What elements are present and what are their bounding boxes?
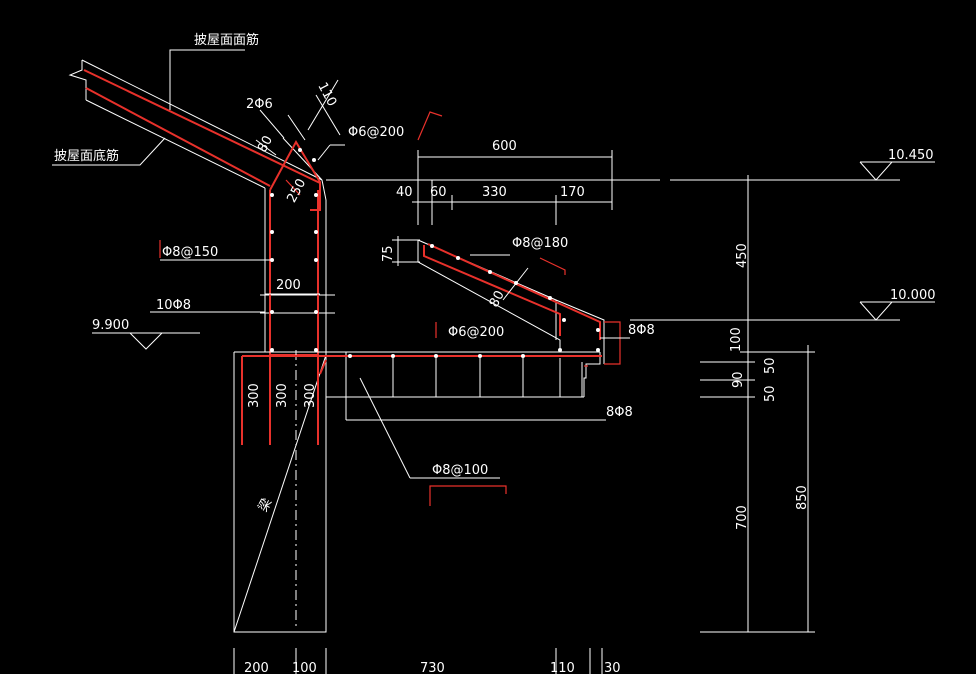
label-phi8-150: Φ8@150 [162,245,218,260]
level-9900-marker [92,332,200,350]
canopy-structure [417,239,621,397]
label-phi8-180: Φ8@180 [512,236,568,251]
dim-300-a: 300 [247,383,262,408]
label-phi8-100: Φ8@100 [432,463,488,478]
rebar-mark-canopy [539,257,566,275]
dim-250: 250 [284,176,309,205]
upstand-rebar-dots [270,148,318,352]
rebar-mark-top [417,111,443,141]
dim-170: 170 [560,185,585,200]
canopy-rebar-dots [430,244,600,352]
dim-850: 850 [795,485,810,510]
dim-110-bottom: 110 [550,661,575,674]
roof-top-bar-label: 披屋面面筋 [194,32,259,48]
dim-300-c: 300 [303,383,318,408]
beam-and-slab [233,350,604,633]
dim-80-right: 80 [487,288,508,310]
beam-label: 梁 [256,496,275,515]
dim-450: 450 [735,243,750,268]
dim-75: 75 [381,245,396,262]
label-phi6-200-mid: Φ6@200 [448,325,504,340]
label-8phi8-low: 8Φ8 [606,405,633,420]
dim-90: 90 [731,371,746,388]
concrete-upstand [260,137,335,356]
dim-300-b: 300 [275,383,290,408]
elev-10450: 10.450 [888,148,934,163]
dim-60: 60 [430,185,447,200]
level-10450-marker [670,161,935,181]
dim-700: 700 [735,505,750,530]
label-2phi6: 2Φ6 [246,97,273,112]
dim-40: 40 [396,185,413,200]
slab-rebar-dots [348,354,525,358]
upstand-dimensions [150,79,345,313]
dim-330: 330 [482,185,507,200]
sloped-roof-slab [68,59,323,189]
dim-30-bottom: 30 [604,661,621,674]
dim-200-col: 200 [276,278,301,293]
dim-100-v: 100 [729,327,744,352]
elev-9900: 9.900 [92,318,129,333]
roof-label-leaders [52,49,245,166]
dim-100-bottom: 100 [292,661,317,674]
dim-50-a: 50 [763,357,778,374]
bottom-dimension-ticks [233,648,603,674]
label-8phi8-right: 8Φ8 [628,323,655,338]
elev-10000: 10.000 [890,288,936,303]
dim-600: 600 [492,139,517,154]
dim-730: 730 [420,661,445,674]
right-vertical-dimensions [700,175,815,633]
label-10phi8: 10Φ8 [156,298,191,313]
dim-80-left: 80 [255,133,276,155]
roof-bottom-bar-label: 披屋面底筋 [54,148,119,164]
dim-200-bottom: 200 [244,661,269,674]
phi8-100-leader [359,377,507,506]
label-phi6-200-top: Φ6@200 [348,125,404,140]
level-10000-marker [630,301,935,321]
dim-50-b: 50 [763,385,778,402]
